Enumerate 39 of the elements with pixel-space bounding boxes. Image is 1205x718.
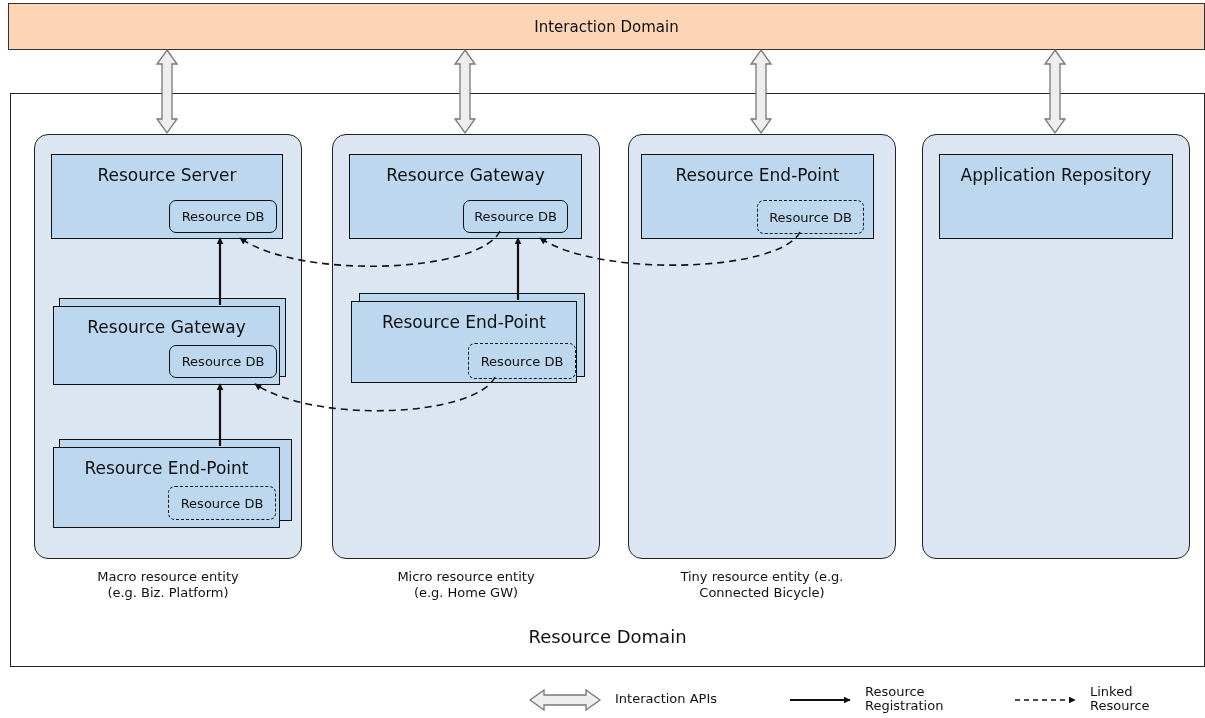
domain-title: Resource Domain: [527, 626, 688, 647]
domain-band: Interaction Domain: [8, 3, 1205, 50]
double-block-arrow: [453, 48, 477, 135]
database-box: Resource DB: [168, 486, 276, 520]
box-title: Resource Server: [96, 165, 238, 185]
panel-caption: Macro resource entity (e.g. Biz. Platform): [96, 569, 240, 601]
legend-text: Resource Registration: [865, 685, 945, 713]
panel-caption: Tiny resource entity (e.g. Connected Bicycle): [679, 569, 845, 601]
resource-box: [351, 301, 577, 383]
database-box: Resource DB: [757, 200, 864, 234]
database-box: Resource DB: [169, 345, 277, 378]
box-title: Resource End-Point: [83, 458, 250, 478]
double-block-arrow: [155, 48, 179, 135]
resource-box: [53, 306, 280, 385]
box-title: Resource End-Point: [381, 312, 547, 332]
dashed-arrow: [239, 230, 501, 267]
box-title: Resource Gateway: [86, 317, 247, 337]
resource-box: [641, 154, 874, 239]
domain-frame: [10, 93, 1205, 667]
panel-caption: Micro resource entity (e.g. Home GW): [396, 569, 536, 601]
database-box: Resource DB: [468, 343, 576, 379]
double-block-arrow: [749, 48, 773, 135]
arrow: [514, 237, 522, 300]
double-block-arrow: [1043, 48, 1067, 135]
legend-text: Linked Resource: [1090, 685, 1151, 713]
database-box: Resource DB: [169, 200, 277, 233]
box-title: Application Repository: [959, 165, 1153, 185]
arrow: [216, 237, 224, 305]
legend-text: Interaction APIs: [615, 692, 717, 706]
resource-box: [939, 154, 1173, 239]
resource-box: [53, 447, 280, 528]
box-title: Resource End-Point: [674, 165, 841, 185]
box-title: Resource Gateway: [385, 165, 546, 185]
resource-box: [51, 154, 283, 239]
arrow: [216, 383, 224, 446]
dashed-arrow: [254, 376, 496, 412]
resource-box: [349, 154, 582, 239]
database-box: Resource DB: [463, 200, 568, 233]
dashed-arrow: [539, 231, 801, 266]
